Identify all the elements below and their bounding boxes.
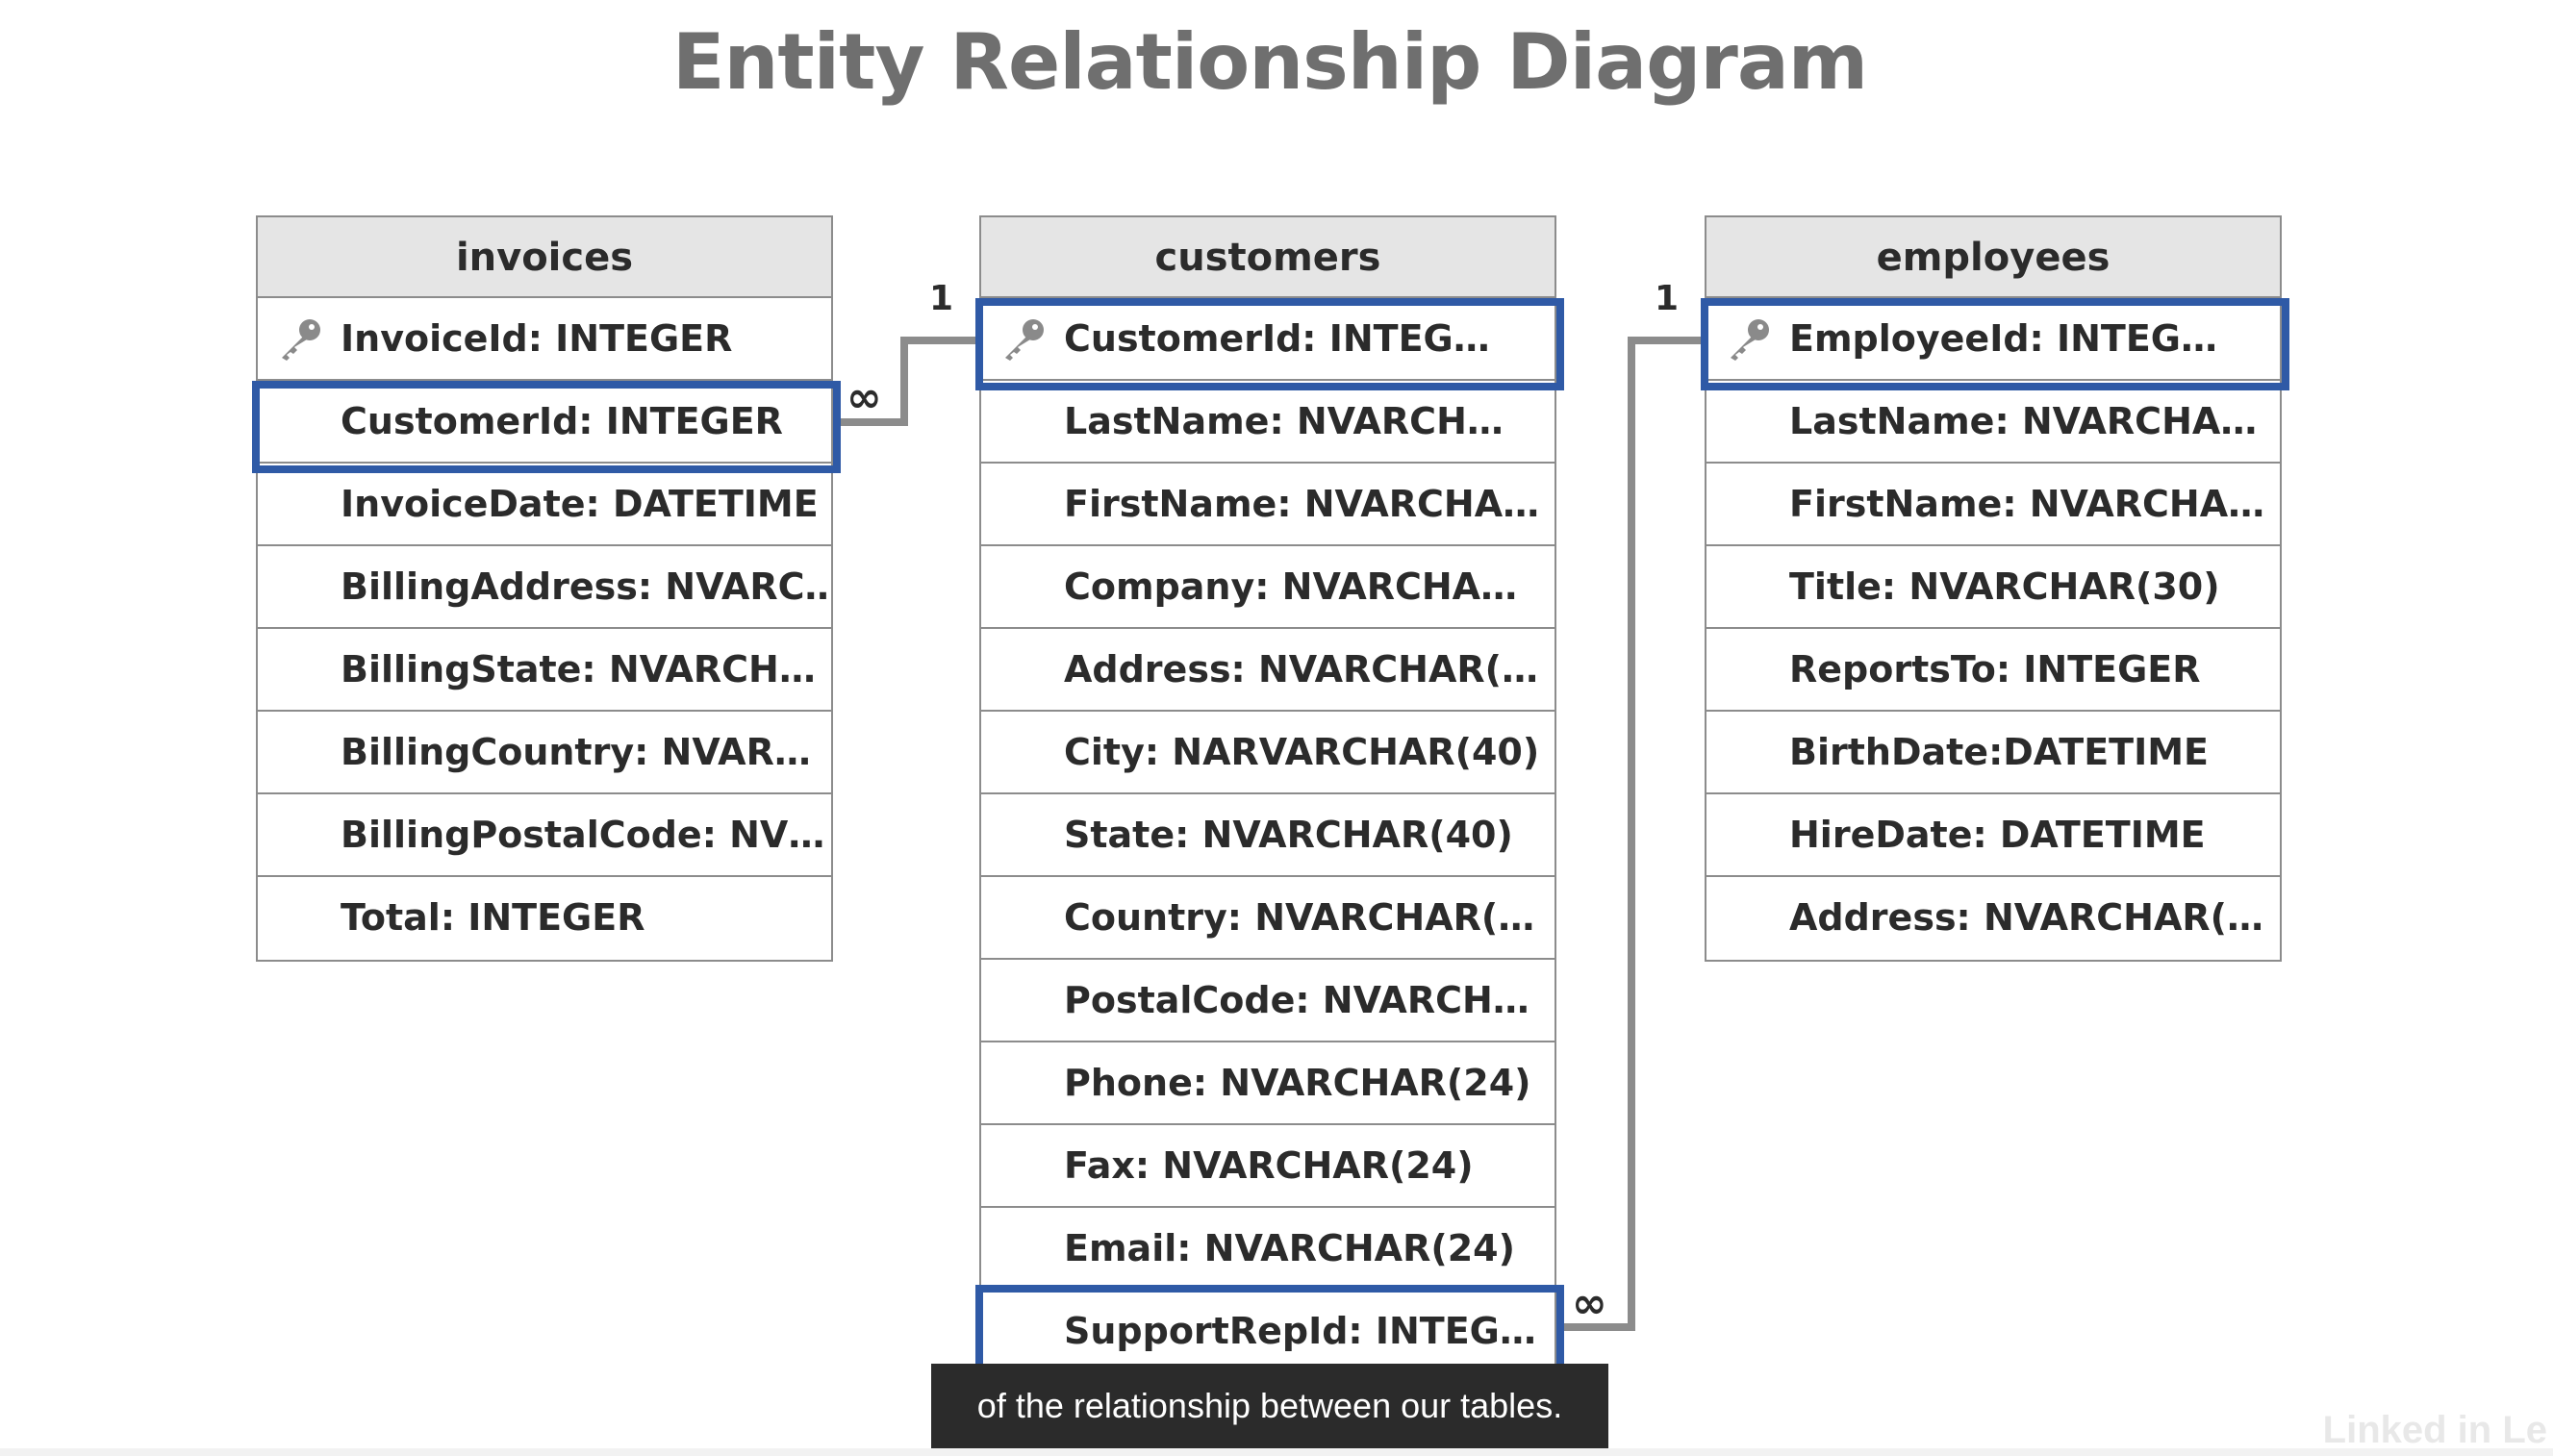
- bottom-divider: [0, 1448, 2553, 1456]
- column-label: CustomerId: INTEGER: [341, 400, 783, 442]
- column-label: LastName: NVARCH…: [1064, 400, 1504, 442]
- column-label: InvoiceId: INTEGER: [341, 317, 733, 360]
- key-icon: [1731, 319, 1769, 361]
- column-label: InvoiceDate: DATETIME: [341, 483, 819, 525]
- key-icon: [282, 319, 320, 361]
- column-state: State: NVARCHAR(40): [981, 794, 1555, 877]
- column-label: CustomerId: INTEG…: [1064, 317, 1490, 360]
- column-employee-id: EmployeeId: INTEG…: [1706, 298, 2280, 381]
- table-invoices: invoices InvoiceId: INTEGER CustomerId: …: [256, 215, 833, 962]
- cardinality-many-customers: ∞: [1572, 1279, 1607, 1328]
- table-employees: employees EmployeeId: INTEG… LastName: N…: [1705, 215, 2282, 962]
- column-billing-state: BillingState: NVARCH…: [258, 629, 831, 712]
- column-label: FirstName: NVARCHA…: [1064, 483, 1540, 525]
- column-label: Total: INTEGER: [341, 896, 645, 939]
- subtitle-caption: of the relationship between our tables.: [931, 1364, 1608, 1448]
- column-label: LastName: NVARCHA…: [1789, 400, 2258, 442]
- customers-employees-connector: [1560, 337, 1705, 1331]
- column-phone: Phone: NVARCHAR(24): [981, 1042, 1555, 1125]
- column-label: City: NARVARCHAR(40): [1064, 731, 1540, 773]
- column-label: Address: NVARCHAR(…: [1064, 648, 1539, 690]
- column-last-name: LastName: NVARCHA…: [1706, 381, 2280, 464]
- column-label: SupportRepId: INTEG…: [1064, 1310, 1536, 1352]
- column-label: FirstName: NVARCHA…: [1789, 483, 2265, 525]
- highlight-customers-customer-id: [975, 298, 1564, 390]
- column-fax: Fax: NVARCHAR(24): [981, 1125, 1555, 1208]
- column-title: Title: NVARCHAR(30): [1706, 546, 2280, 629]
- table-header-customers: customers: [981, 217, 1555, 298]
- key-icon: [1005, 319, 1044, 361]
- invoices-customers-connector: [837, 337, 979, 426]
- column-customer-id: CustomerId: INTEG…: [981, 298, 1555, 381]
- column-label: Address: NVARCHAR(…: [1789, 896, 2264, 939]
- table-customers: customers CustomerId: INTEG… LastName: N…: [979, 215, 1556, 1375]
- column-company: Company: NVARCHA…: [981, 546, 1555, 629]
- column-total: Total: INTEGER: [258, 877, 831, 960]
- column-reports-to: ReportsTo: INTEGER: [1706, 629, 2280, 712]
- column-country: Country: NVARCHAR(…: [981, 877, 1555, 960]
- column-first-name: FirstName: NVARCHA…: [981, 464, 1555, 546]
- column-support-rep-id: SupportRepId: INTEG…: [981, 1291, 1555, 1373]
- column-billing-postal-code: BillingPostalCode: NV…: [258, 794, 831, 877]
- cardinality-one-customers: 1: [929, 279, 954, 318]
- column-hire-date: HireDate: DATETIME: [1706, 794, 2280, 877]
- column-label: Title: NVARCHAR(30): [1789, 565, 2220, 608]
- table-header-employees: employees: [1706, 217, 2280, 298]
- column-email: Email: NVARCHAR(24): [981, 1208, 1555, 1291]
- column-label: EmployeeId: INTEG…: [1789, 317, 2217, 360]
- table-header-invoices: invoices: [258, 217, 831, 298]
- diagram-title: Entity Relationship Diagram: [671, 17, 1868, 107]
- column-address: Address: NVARCHAR(…: [1706, 877, 2280, 960]
- column-postal-code: PostalCode: NVARCH…: [981, 960, 1555, 1042]
- column-label: BillingState: NVARCH…: [341, 648, 816, 690]
- column-address: Address: NVARCHAR(…: [981, 629, 1555, 712]
- column-invoice-date: InvoiceDate: DATETIME: [258, 464, 831, 546]
- column-label: BillingAddress: NVARC…: [341, 565, 831, 608]
- column-label: BirthDate:DATETIME: [1789, 731, 2209, 773]
- column-label: ReportsTo: INTEGER: [1789, 648, 2201, 690]
- column-customer-id-fk: CustomerId: INTEGER: [258, 381, 831, 464]
- column-label: Fax: NVARCHAR(24): [1064, 1144, 1474, 1187]
- column-label: Phone: NVARCHAR(24): [1064, 1062, 1531, 1104]
- column-billing-country: BillingCountry: NVAR…: [258, 712, 831, 794]
- highlight-invoices-customer-id: [252, 381, 841, 473]
- column-city: City: NARVARCHAR(40): [981, 712, 1555, 794]
- column-label: Email: NVARCHAR(24): [1064, 1227, 1515, 1269]
- column-label: State: NVARCHAR(40): [1064, 814, 1513, 856]
- brand-watermark: Linked in Le: [2322, 1409, 2547, 1451]
- column-label: Company: NVARCHA…: [1064, 565, 1518, 608]
- column-last-name: LastName: NVARCH…: [981, 381, 1555, 464]
- column-first-name: FirstName: NVARCHA…: [1706, 464, 2280, 546]
- column-birth-date: BirthDate:DATETIME: [1706, 712, 2280, 794]
- column-label: PostalCode: NVARCH…: [1064, 979, 1529, 1021]
- column-invoice-id: InvoiceId: INTEGER: [258, 298, 831, 381]
- highlight-employees-employee-id: [1701, 298, 2289, 390]
- column-label: BillingPostalCode: NV…: [341, 814, 825, 856]
- column-label: BillingCountry: NVAR…: [341, 731, 811, 773]
- cardinality-many-invoices: ∞: [847, 373, 882, 422]
- column-label: HireDate: DATETIME: [1789, 814, 2206, 856]
- column-billing-address: BillingAddress: NVARC…: [258, 546, 831, 629]
- column-label: Country: NVARCHAR(…: [1064, 896, 1535, 939]
- cardinality-one-employees: 1: [1655, 279, 1680, 318]
